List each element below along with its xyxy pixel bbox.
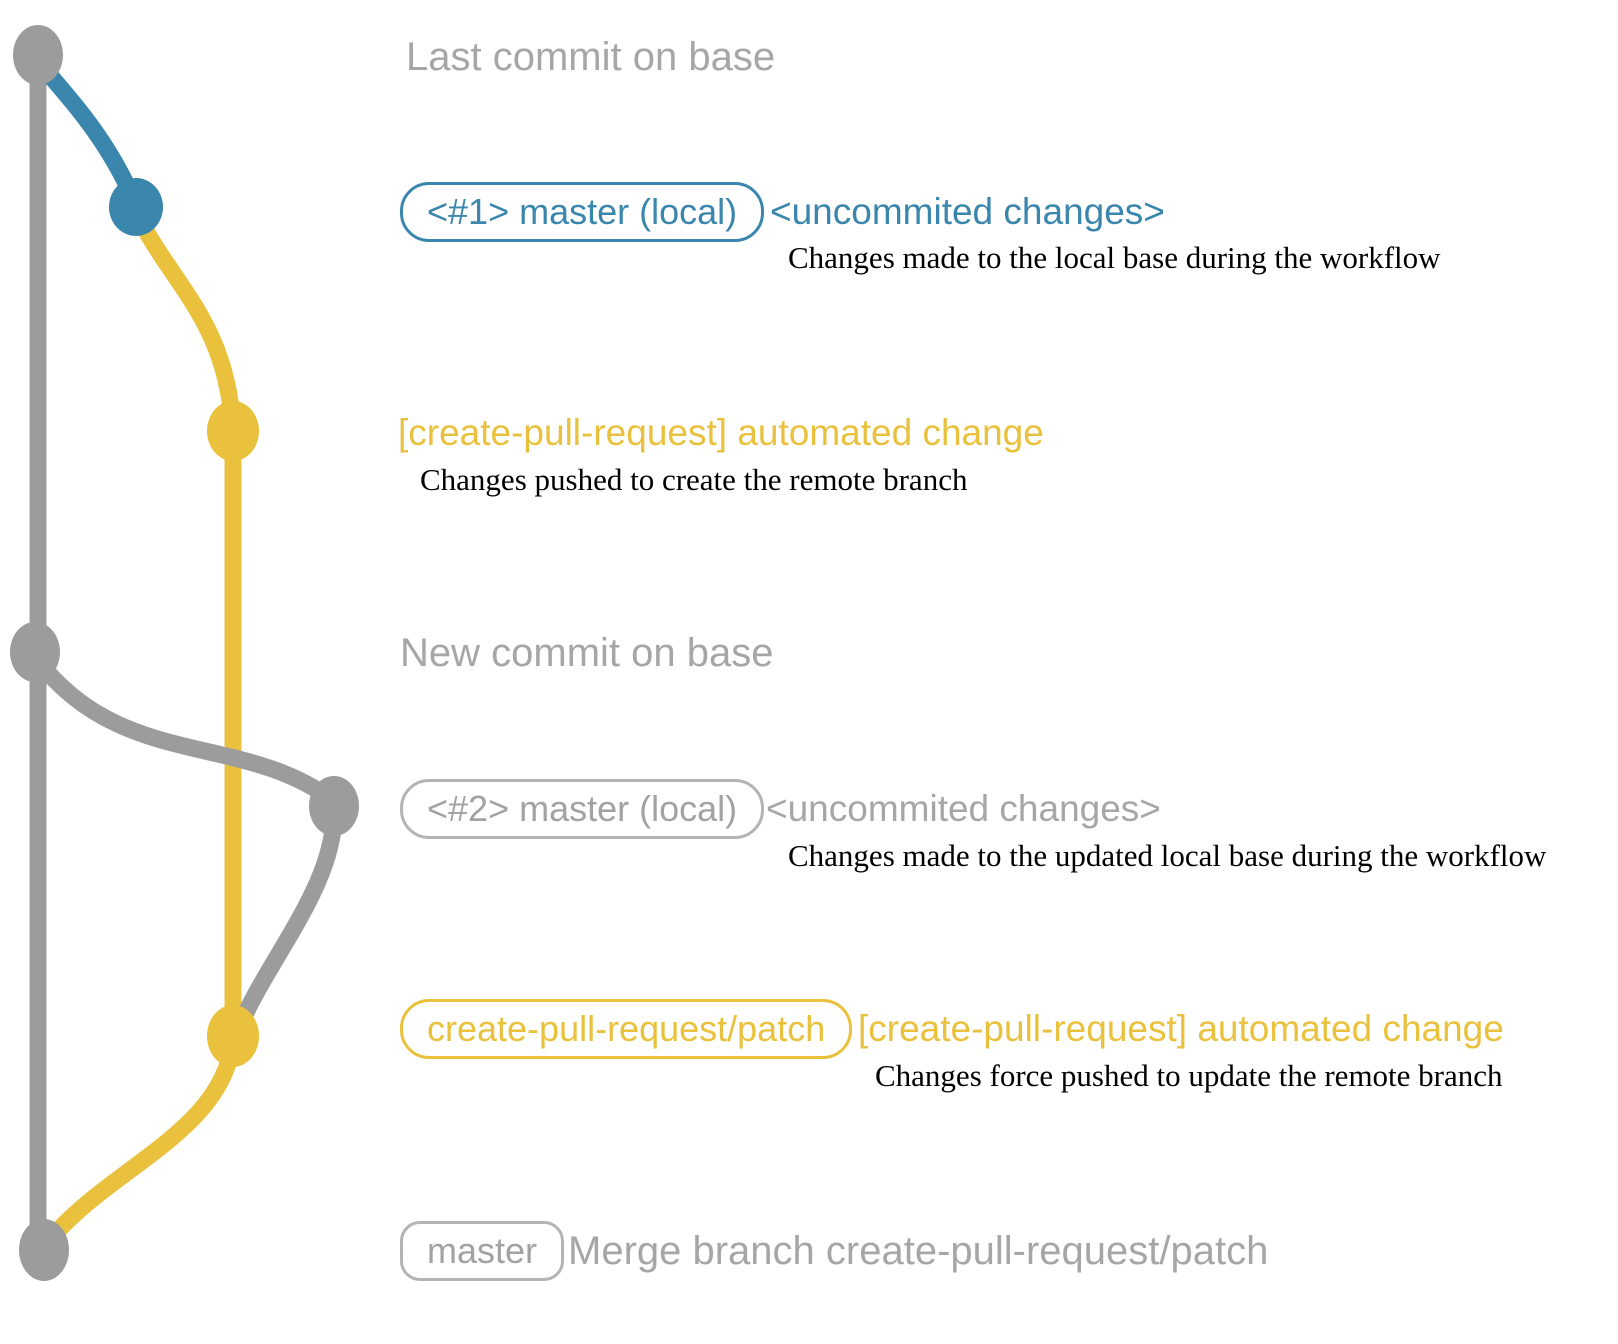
label-new-commit-on-base: New commit on base [400, 631, 774, 675]
detail-force-push: Changes force pushed to update the remot… [875, 1058, 1503, 1093]
commit-dot-local-1 [109, 178, 163, 236]
note-automated-change-2: [create-pull-request] automated change [858, 1008, 1504, 1049]
badge-master-local-2: <#2> master (local) [400, 779, 765, 839]
commit-dot-local-2 [309, 776, 359, 836]
note-automated-change-1: [create-pull-request] automated change [398, 412, 1044, 453]
commit-dot-merge [19, 1219, 69, 1281]
badge-master: master [400, 1221, 565, 1281]
commit-dot-new-base [10, 622, 60, 682]
commit-dot-patch-2 [207, 1005, 259, 1067]
badge-create-pull-request-patch: create-pull-request/patch [400, 999, 853, 1059]
badge-master-local-1: <#1> master (local) [400, 182, 765, 242]
patch-branch-curve-top [130, 209, 242, 437]
local-branch-curve-2 [27, 649, 341, 809]
note-merge-branch: Merge branch create-pull-request/patch [568, 1229, 1269, 1273]
detail-local-changes-1: Changes made to the local base during th… [788, 240, 1441, 275]
commit-dot-last-base [13, 25, 63, 85]
note-uncommitted-changes-2: <uncommited changes> [766, 788, 1161, 829]
detail-push-create: Changes pushed to create the remote bran… [420, 462, 968, 497]
note-uncommitted-changes-1: <uncommited changes> [770, 191, 1165, 232]
detail-local-changes-2: Changes made to the updated local base d… [788, 838, 1547, 873]
commit-dot-patch-1 [207, 401, 259, 461]
local-branch-curve-3 [229, 801, 343, 1039]
local-branch-curve-1 [33, 57, 143, 209]
label-last-commit-on-base: Last commit on base [406, 35, 776, 79]
patch-branch-merge-curve [39, 1031, 242, 1251]
